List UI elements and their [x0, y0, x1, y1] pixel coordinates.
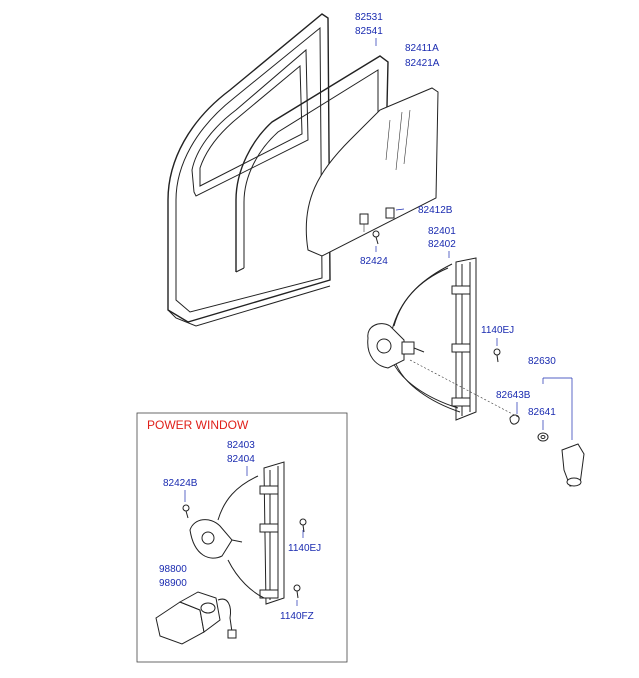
power-window-motor — [155, 591, 237, 645]
power-window-title: POWER WINDOW — [147, 418, 249, 432]
power-window-regulator — [189, 461, 285, 605]
label-1140fz: 1140FZ — [280, 611, 314, 622]
bolt-82424 — [372, 230, 380, 245]
washer-82641 — [537, 432, 549, 442]
label-82411a: 82411A — [405, 43, 439, 54]
label-98900: 98900 — [159, 578, 187, 589]
label-82403: 82403 — [227, 440, 255, 451]
label-82424: 82424 — [360, 256, 388, 267]
bolt-1140ej-main — [493, 348, 501, 363]
label-1140ej-box: 1140EJ — [288, 543, 321, 554]
label-82630: 82630 — [528, 356, 556, 367]
label-82404: 82404 — [227, 454, 255, 465]
glass-run-channel — [235, 55, 389, 273]
label-82643b: 82643B — [496, 390, 531, 401]
part-labels: 82531 82541 82411A 82421A 82412B 82424 8… — [147, 12, 556, 622]
leader-82630 — [516, 377, 573, 440]
label-82402: 82402 — [428, 239, 456, 250]
label-82412b: 82412B — [418, 205, 453, 216]
label-82424b: 82424B — [163, 478, 198, 489]
label-82541: 82541 — [355, 26, 383, 37]
door-shell — [167, 13, 331, 327]
label-82531: 82531 — [355, 12, 383, 23]
label-1140ej-main: 1140EJ — [481, 325, 514, 336]
bolt-1140ej-box — [299, 518, 307, 533]
window-crank-handle — [561, 443, 585, 487]
door-glass — [305, 87, 439, 257]
label-82401: 82401 — [428, 226, 456, 237]
label-82641: 82641 — [528, 407, 556, 418]
label-98800: 98800 — [159, 564, 187, 575]
bolt-82424b — [182, 504, 190, 519]
leader-lines — [184, 38, 498, 606]
label-82421a: 82421A — [405, 58, 440, 69]
clip-82643b — [509, 414, 520, 425]
window-regulator — [367, 257, 521, 421]
bolt-1140fz — [293, 584, 301, 599]
